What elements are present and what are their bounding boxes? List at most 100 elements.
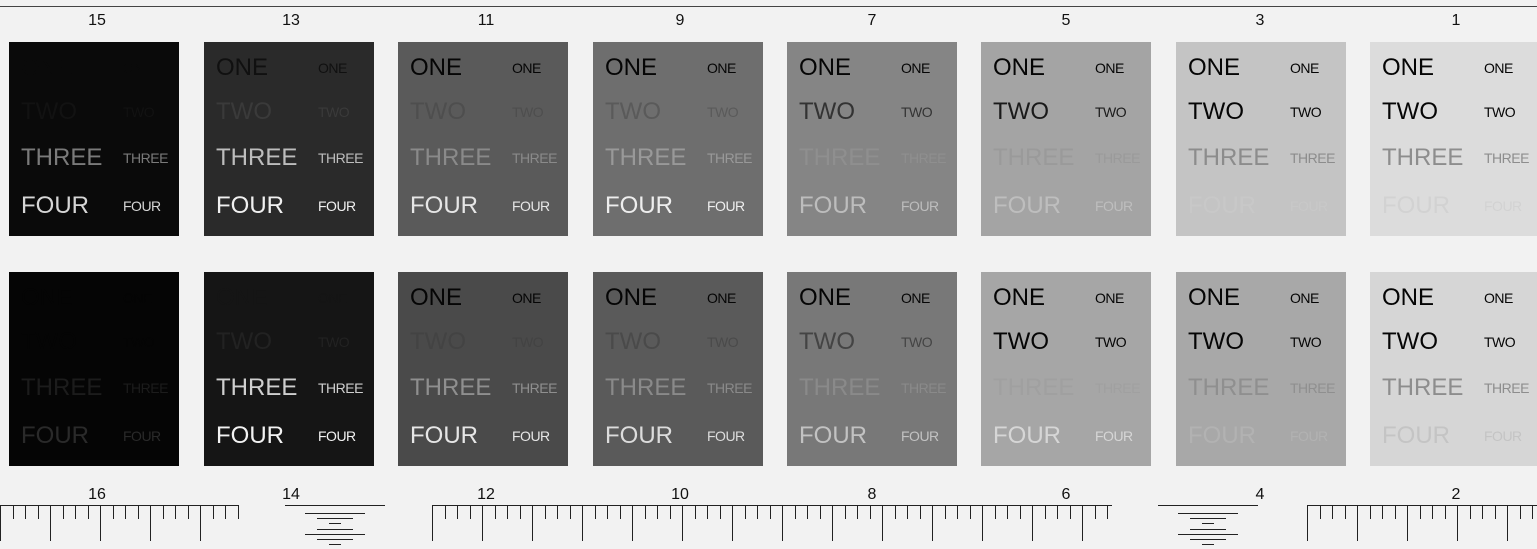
panel-label-small: TWO xyxy=(1484,334,1516,350)
panel-label-large: FOUR xyxy=(216,192,284,219)
ruler-tick xyxy=(619,505,621,519)
panel-label-large: THREE xyxy=(1188,144,1270,171)
ruler-tick xyxy=(657,505,658,519)
panel-label-small: ONE xyxy=(123,60,152,76)
panel-label-small: TWO xyxy=(512,104,544,120)
panel-label-large: ONE xyxy=(410,54,463,81)
panel-label-large: FOUR xyxy=(21,192,89,219)
step-wedge-line xyxy=(1202,523,1214,525)
panel-label-large: FOUR xyxy=(605,422,673,449)
panel-label-small: FOUR xyxy=(318,198,356,214)
step-wedge-mark xyxy=(285,505,385,545)
panel-label-large: FOUR xyxy=(410,422,478,449)
panel-label-small: THREE xyxy=(901,380,946,396)
panel-label-small: ONE xyxy=(1095,290,1124,306)
panel-label-large: THREE xyxy=(1382,374,1464,401)
panel-label-small: ONE xyxy=(318,60,347,76)
step-wedge-line xyxy=(1158,505,1258,506)
panel-number-label: 15 xyxy=(88,12,106,29)
panel-label-large: FOUR xyxy=(410,192,478,219)
ruler-tick xyxy=(807,505,808,519)
ruler-tick xyxy=(644,505,646,519)
panel-label-large: TWO xyxy=(993,98,1049,125)
step-wedge-line xyxy=(1190,538,1226,540)
step-wedge-line xyxy=(285,505,385,506)
panel-label-small: FOUR xyxy=(1095,198,1133,214)
panel-label-large: FOUR xyxy=(993,422,1061,449)
panel-label-large: TWO xyxy=(993,328,1049,355)
ruler-tick xyxy=(732,505,733,541)
ruler-tick xyxy=(632,505,633,541)
ruler-tick xyxy=(50,505,51,541)
panel-label-small: TWO xyxy=(1484,104,1516,120)
ruler-tick xyxy=(569,505,571,519)
ruler-tick xyxy=(457,505,458,519)
ruler-tick xyxy=(1357,505,1358,541)
panel-label-large: TWO xyxy=(216,98,272,125)
panel-label-large: THREE xyxy=(410,374,492,401)
panel-label-large: FOUR xyxy=(799,422,867,449)
panel-label-large: TWO xyxy=(216,328,272,355)
ruler-tick xyxy=(544,505,546,519)
panel-label-small: THREE xyxy=(123,380,168,396)
ruler-tick xyxy=(162,505,164,519)
ruler-tick xyxy=(1507,505,1508,541)
panel-label-large: ONE xyxy=(21,284,74,311)
panel-label-large: FOUR xyxy=(1188,422,1256,449)
panel-number-label: 6 xyxy=(1061,486,1071,503)
panel-label-small: THREE xyxy=(512,380,557,396)
ruler-tick xyxy=(1007,505,1008,519)
panel-label-small: TWO xyxy=(707,104,739,120)
panel-label-large: ONE xyxy=(216,284,269,311)
panel-label-large: THREE xyxy=(605,144,687,171)
panel-label-large: TWO xyxy=(799,328,855,355)
ruler-tick xyxy=(669,505,671,519)
panel-label-small: TWO xyxy=(1095,104,1127,120)
panel-label-small: FOUR xyxy=(123,198,161,214)
ruler-tick xyxy=(150,505,151,541)
panel-label-small: FOUR xyxy=(1484,428,1522,444)
panel-label-large: TWO xyxy=(1382,98,1438,125)
panel-label-large: TWO xyxy=(1188,328,1244,355)
panel-label-large: THREE xyxy=(605,374,687,401)
step-wedge-line xyxy=(305,513,365,515)
step-wedge-line xyxy=(317,528,353,530)
panel-label-large: TWO xyxy=(1382,328,1438,355)
ruler-tick xyxy=(1382,505,1383,519)
ruler-tick xyxy=(594,505,596,519)
ruler-tick xyxy=(882,505,883,541)
panel-label-small: FOUR xyxy=(707,428,745,444)
panel-number-label: 12 xyxy=(477,486,495,503)
ruler-tick xyxy=(100,505,101,541)
ruler-tick xyxy=(1107,505,1108,519)
ruler-tick xyxy=(1319,505,1321,519)
panel-label-large: ONE xyxy=(799,54,852,81)
panel-label-small: THREE xyxy=(707,150,752,166)
ruler-tick xyxy=(12,505,14,519)
panel-label-small: FOUR xyxy=(318,428,356,444)
ruler-tick xyxy=(1432,505,1433,519)
ruler-tick xyxy=(444,505,446,519)
panel-label-small: ONE xyxy=(1290,60,1319,76)
step-wedge-line xyxy=(1190,528,1226,530)
panel-label-small: THREE xyxy=(1095,380,1140,396)
ruler-tick xyxy=(682,505,683,541)
panel-label-small: THREE xyxy=(901,150,946,166)
ruler-tick xyxy=(482,505,483,541)
panel-label-large: ONE xyxy=(605,54,658,81)
step-wedge-line xyxy=(317,518,353,520)
panel-label-small: TWO xyxy=(123,334,155,350)
panel-number-label: 11 xyxy=(477,12,495,29)
panel-label-large: FOUR xyxy=(1382,192,1450,219)
ruler-tick xyxy=(1394,505,1396,519)
ruler-tick xyxy=(582,505,583,541)
panel-label-small: THREE xyxy=(1484,380,1529,396)
panel-label-small: TWO xyxy=(1095,334,1127,350)
panel-label-small: ONE xyxy=(901,60,930,76)
panel-label-small: FOUR xyxy=(707,198,745,214)
ruler-tick xyxy=(0,505,1,541)
